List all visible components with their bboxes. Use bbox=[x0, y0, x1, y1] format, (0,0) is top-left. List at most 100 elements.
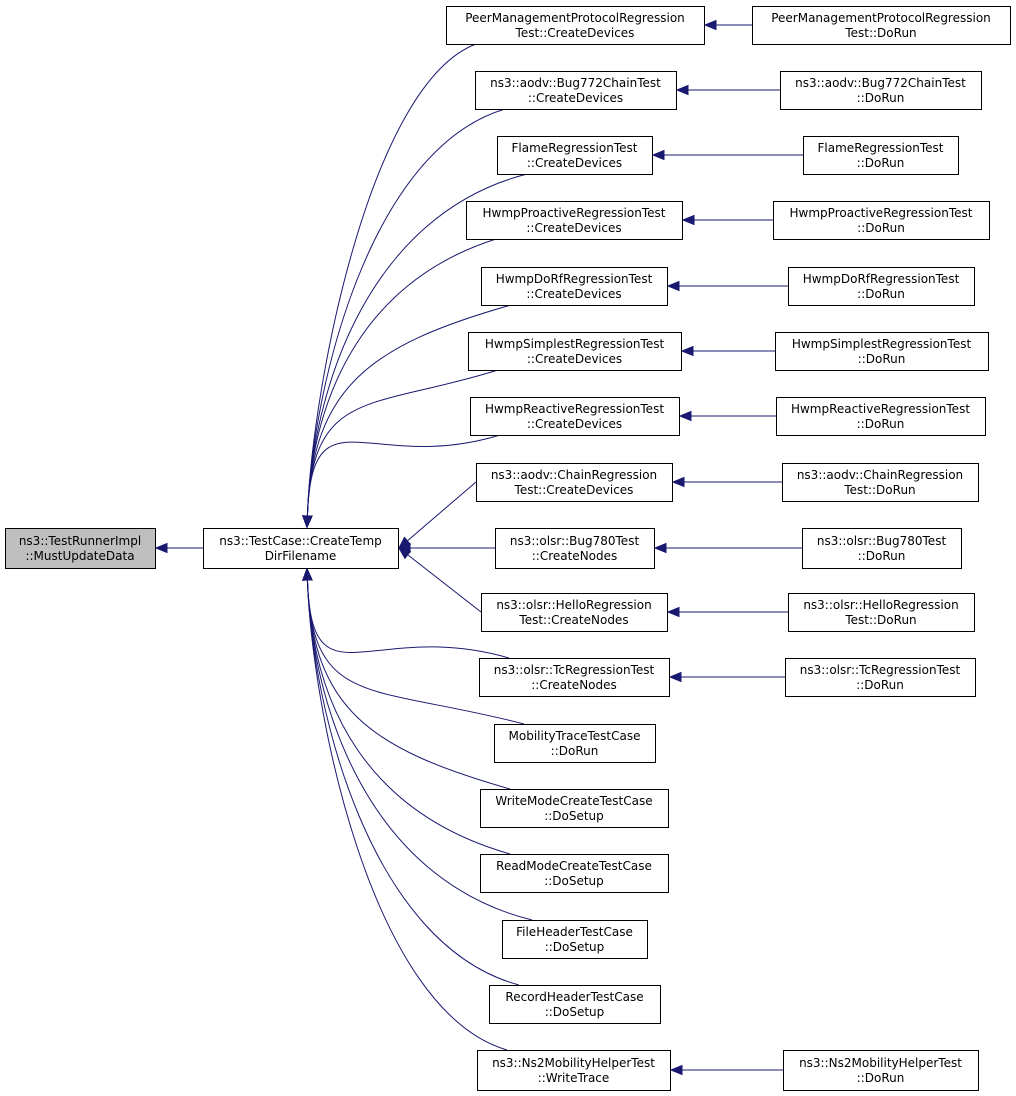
node-box bbox=[480, 854, 669, 893]
node-readmodecreatetestcase-dosetup[interactable]: ReadModeCreateTestCase::DoSetup bbox=[480, 854, 669, 893]
edge-d8-to-c8 bbox=[653, 542, 802, 554]
node-hwmpsimplestregressiontest-dorun[interactable]: HwmpSimplestRegressionTest::DoRun bbox=[775, 332, 989, 371]
node-box bbox=[446, 6, 705, 45]
edge-d5-to-c5 bbox=[680, 345, 775, 357]
node-ns3-ns2mobilityhelpertest-writetrace[interactable]: ns3::Ns2MobilityHelperTest::WriteTrace bbox=[477, 1050, 671, 1091]
node-label-line: ::DoRun bbox=[858, 549, 906, 563]
node-label-line: WriteModeCreateTestCase bbox=[495, 794, 652, 808]
edge-c3-to-n1 bbox=[302, 238, 497, 529]
edge-arrowhead bbox=[680, 345, 694, 357]
edge-line bbox=[306, 579, 533, 921]
node-peermanagementprotocolregressiontest-dorun[interactable]: PeerManagementProtocolRegressionTest::Do… bbox=[752, 6, 1011, 45]
node-hwmpproactiveregressiontest-createdevices[interactable]: HwmpProactiveRegressionTest::CreateDevic… bbox=[466, 201, 683, 240]
node-label-line: Test::DoRun bbox=[843, 483, 915, 497]
node-label-line: ::CreateDevices bbox=[527, 417, 622, 431]
node-hwmpdorfregressiontest-createdevices[interactable]: HwmpDoRfRegressionTest::CreateDevices bbox=[481, 267, 668, 306]
node-label-line: ns3::Ns2MobilityHelperTest bbox=[492, 1056, 655, 1070]
edge-c7-to-n1 bbox=[397, 481, 477, 549]
edge-c12-to-n1 bbox=[302, 567, 511, 790]
node-writemodecreatetestcase-dosetup[interactable]: WriteModeCreateTestCase::DoSetup bbox=[480, 789, 669, 828]
node-box bbox=[782, 463, 979, 502]
node-ns3-aodv-chainregressiontest-createdevices[interactable]: ns3::aodv::ChainRegressionTest::CreateDe… bbox=[476, 463, 673, 502]
node-box bbox=[497, 136, 653, 175]
node-label-line: HwmpProactiveRegressionTest bbox=[790, 206, 973, 220]
node-label-line: Test::DoRun bbox=[844, 613, 916, 627]
node-hwmpreactiveregressiontest-dorun[interactable]: HwmpReactiveRegressionTest::DoRun bbox=[776, 397, 986, 436]
node-label-line: ::DoRun bbox=[857, 287, 905, 301]
node-ns3-ns2mobilityhelpertest-dorun[interactable]: ns3::Ns2MobilityHelperTest::DoRun bbox=[783, 1050, 979, 1091]
node-box bbox=[494, 724, 656, 763]
edge-line bbox=[306, 579, 510, 659]
edge-arrowhead bbox=[653, 542, 667, 554]
edge-c16-to-n1 bbox=[302, 567, 508, 1051]
node-label-line: ::DoSetup bbox=[544, 874, 604, 888]
edge-d9-to-c9 bbox=[666, 606, 788, 618]
node-label-line: RecordHeaderTestCase bbox=[505, 990, 643, 1004]
node-label-line: ns3::aodv::ChainRegression bbox=[491, 468, 657, 482]
node-label-line: DirFilename bbox=[265, 549, 337, 563]
node-ns3-aodv-bug772chaintest-createdevices[interactable]: ns3::aodv::Bug772ChainTest::CreateDevice… bbox=[475, 71, 677, 110]
node-box bbox=[480, 789, 669, 828]
node-label-line: ns3::TestRunnerImpl bbox=[19, 534, 141, 548]
node-label-line: ::CreateNodes bbox=[531, 678, 617, 692]
node-hwmpreactiveregressiontest-createdevices[interactable]: HwmpReactiveRegressionTest::CreateDevice… bbox=[470, 397, 680, 436]
node-label-line: ::DoRun bbox=[856, 678, 904, 692]
node-label-line: ::DoRun bbox=[857, 221, 905, 235]
node-label-line: FlameRegressionTest bbox=[512, 141, 638, 155]
node-label-line: ::DoSetup bbox=[545, 1005, 605, 1019]
node-label-line: ::DoRun bbox=[857, 417, 905, 431]
node-box bbox=[788, 267, 975, 306]
node-recordheadertestcase-dosetup[interactable]: RecordHeaderTestCase::DoSetup bbox=[489, 985, 661, 1024]
edge-d7-to-c7 bbox=[671, 476, 782, 488]
edge-line bbox=[407, 554, 482, 613]
node-box bbox=[489, 985, 661, 1024]
node-box bbox=[468, 332, 682, 371]
node-label-line: ::DoRun bbox=[857, 156, 905, 170]
node-box bbox=[203, 528, 399, 569]
edge-arrowhead bbox=[666, 280, 680, 292]
edge-line bbox=[306, 579, 511, 790]
node-hwmpproactiveregressiontest-dorun[interactable]: HwmpProactiveRegressionTest::DoRun bbox=[773, 201, 990, 240]
node-box bbox=[479, 658, 670, 697]
node-flameregressiontest-createdevices[interactable]: FlameRegressionTest::CreateDevices bbox=[497, 136, 653, 175]
node-box bbox=[785, 658, 976, 697]
node-box bbox=[495, 528, 655, 569]
node-mobilitytracetestcase-dorun[interactable]: MobilityTraceTestCase::DoRun bbox=[494, 724, 656, 763]
node-box bbox=[466, 201, 683, 240]
edge-line bbox=[306, 579, 525, 725]
node-hwmpdorfregressiontest-dorun[interactable]: HwmpDoRfRegressionTest::DoRun bbox=[788, 267, 975, 306]
node-box bbox=[481, 267, 668, 306]
edge-c0-to-n1 bbox=[302, 43, 477, 529]
node-ns3-olsr-tcregressiontest-dorun[interactable]: ns3::olsr::TcRegressionTest::DoRun bbox=[785, 658, 976, 697]
node-peermanagementprotocolregressiontest-createdevices[interactable]: PeerManagementProtocolRegressionTest::Cr… bbox=[446, 6, 705, 45]
node-ns3-olsr-bug780test-dorun[interactable]: ns3::olsr::Bug780Test::DoRun bbox=[802, 528, 962, 569]
node-label-line: Test::DoRun bbox=[844, 26, 916, 40]
node-box bbox=[775, 332, 989, 371]
node-label-line: ns3::Ns2MobilityHelperTest bbox=[799, 1056, 962, 1070]
node-ns3-testrunnerimpl-mustupdatedata[interactable]: ns3::TestRunnerImpl::MustUpdateData bbox=[5, 528, 156, 569]
node-label-line: PeerManagementProtocolRegression bbox=[771, 11, 991, 25]
edge-d0-to-c0 bbox=[703, 19, 752, 31]
node-ns3-aodv-bug772chaintest-dorun[interactable]: ns3::aodv::Bug772ChainTest::DoRun bbox=[780, 71, 982, 110]
node-label-line: ns3::olsr::HelloRegression bbox=[496, 598, 651, 612]
node-label-line: ns3::olsr::HelloRegression bbox=[803, 598, 958, 612]
edge-d2-to-c2 bbox=[651, 149, 803, 161]
node-label-line: HwmpSimplestRegressionTest bbox=[792, 337, 972, 351]
node-hwmpsimplestregressiontest-createdevices[interactable]: HwmpSimplestRegressionTest::CreateDevice… bbox=[468, 332, 682, 371]
node-label-line: ns3::olsr::Bug780Test bbox=[510, 534, 640, 548]
node-label-line: ReadModeCreateTestCase bbox=[496, 859, 652, 873]
node-ns3-olsr-helloregressiontest-createnodes[interactable]: ns3::olsr::HelloRegressionTest::CreateNo… bbox=[481, 593, 668, 632]
node-label-line: HwmpReactiveRegressionTest bbox=[791, 402, 970, 416]
edge-arrowhead bbox=[397, 547, 412, 560]
node-ns3-olsr-tcregressiontest-createnodes[interactable]: ns3::olsr::TcRegressionTest::CreateNodes bbox=[479, 658, 670, 697]
node-flameregressiontest-dorun[interactable]: FlameRegressionTest::DoRun bbox=[803, 136, 959, 175]
edge-d16-to-c16 bbox=[669, 1064, 783, 1076]
node-ns3-olsr-bug780test-createnodes[interactable]: ns3::olsr::Bug780Test::CreateNodes bbox=[495, 528, 655, 569]
node-box bbox=[476, 463, 673, 502]
edge-line bbox=[306, 579, 520, 986]
node-fileheadertestcase-dosetup[interactable]: FileHeaderTestCase::DoSetup bbox=[502, 920, 648, 959]
